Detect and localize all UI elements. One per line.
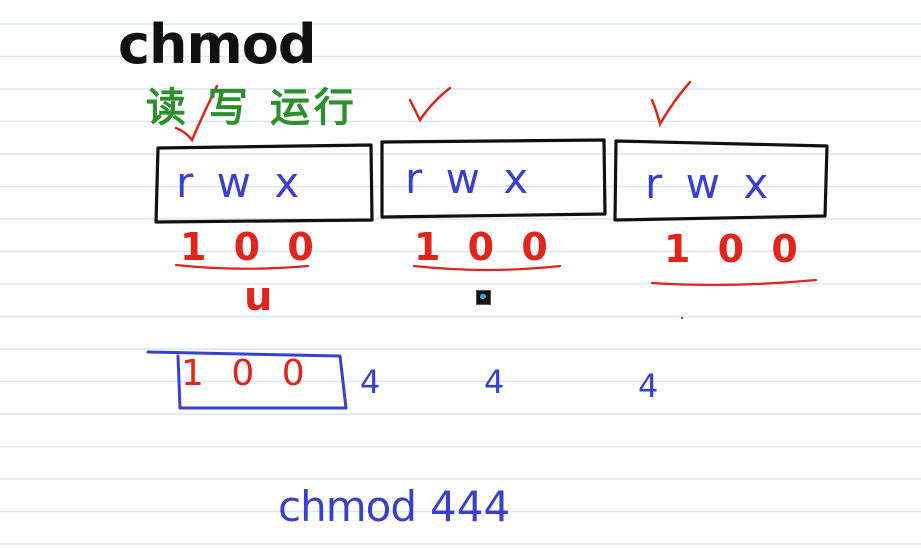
ink-dot: [680, 316, 684, 320]
bits-group-1: 1 0 0: [180, 225, 314, 269]
binary-value-digits: 1 0 0: [181, 353, 305, 394]
checkmark: [408, 86, 452, 123]
rwx-group-3: r w x: [645, 159, 769, 208]
command-value: 444: [430, 482, 511, 531]
cursor-icon: [476, 290, 491, 305]
underline: [174, 263, 310, 270]
underline: [650, 278, 818, 287]
permission-box-2: [380, 138, 607, 219]
permission-labels: 读 写 运行: [146, 85, 358, 131]
octal-digit-3: 4: [638, 367, 659, 405]
permission-box-1: [154, 143, 374, 224]
bits-group-2: 1 0 0: [414, 225, 548, 269]
command-name: chmod: [278, 482, 417, 531]
checkmark: [650, 80, 692, 128]
binary-box: [146, 350, 348, 410]
title-chmod: chmod: [118, 13, 316, 76]
octal-digit-1: 4: [360, 363, 381, 401]
underline: [412, 264, 562, 272]
octal-digit-2: 4: [484, 363, 505, 401]
rwx-group-1: r w x: [176, 158, 300, 207]
permission-box-3: [613, 139, 829, 222]
rwx-group-2: r w x: [405, 154, 529, 203]
binary-value: 1 0 0: [181, 356, 305, 392]
checkmark: [174, 84, 219, 143]
user-label: u: [244, 274, 273, 320]
bits-group-3: 1 0 0: [664, 227, 798, 271]
